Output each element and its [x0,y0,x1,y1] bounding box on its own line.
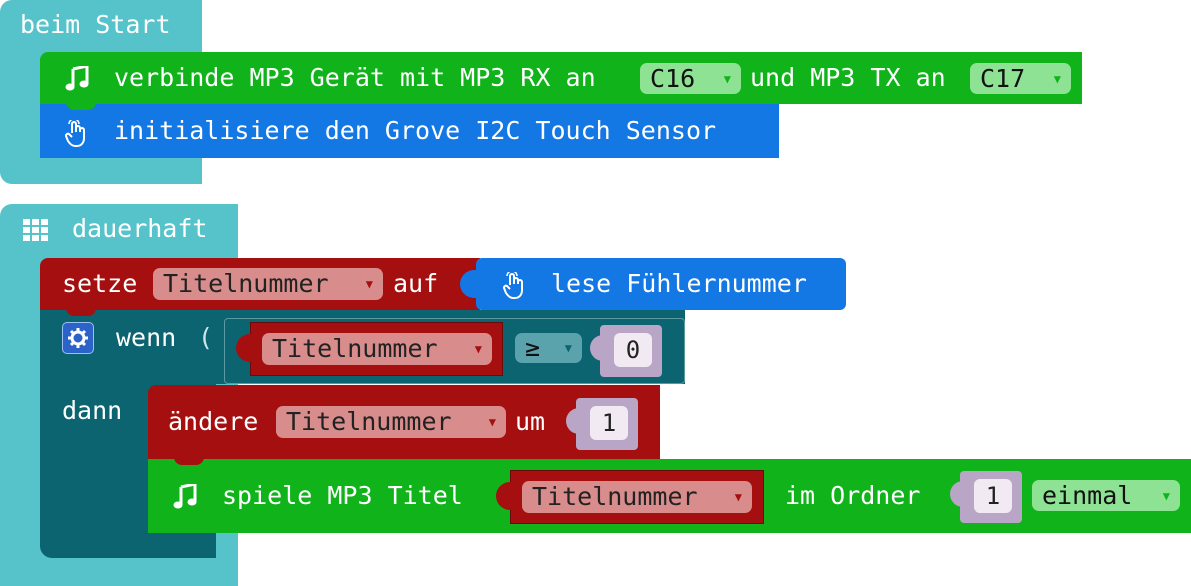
play-mp3-text: spiele MP3 Titel [222,481,463,510]
connect-mp3-text-2: und MP3 TX an [750,63,946,92]
touch-hand-icon [498,270,530,302]
set-variable-name: Titelnummer [163,269,329,298]
chevron-down-icon: ▼ [1162,488,1170,503]
change-text: ändere [168,407,259,436]
rx-pin-value: C16 [650,63,696,93]
on-start-label: beim Start [20,10,171,39]
chevron-down-icon: ▼ [564,341,572,355]
grid-icon [22,218,50,242]
play-variable-plug [496,482,512,510]
chevron-down-icon: ▼ [723,71,731,86]
reporter-socket [460,270,478,298]
if-socket-bracket: ( [198,323,214,352]
play-mode-dropdown[interactable]: einmal ▼ [1032,480,1180,511]
chevron-down-icon: ▼ [365,277,373,291]
condition-variable-name: Titelnummer [272,334,438,363]
change-um-text: um [515,407,546,436]
condition-variable-dropdown[interactable]: Titelnummer ▼ [262,333,492,365]
connect-mp3-text: verbinde MP3 Gerät mit MP3 RX an [114,63,596,92]
if-label: wenn [116,323,177,352]
change-variable-dropdown[interactable]: Titelnummer ▼ [276,406,506,438]
change-value-plug [566,408,580,434]
music-note-icon [62,64,92,94]
set-auf-text: auf [393,269,439,298]
operator-value: ≥ [525,333,541,362]
folder-value-input[interactable]: 1 [974,479,1012,513]
connect-mp3-block[interactable] [40,52,1082,104]
play-variable-dropdown[interactable]: Titelnummer ▼ [522,481,752,513]
chevron-down-icon: ▼ [488,415,496,429]
tx-pin-dropdown[interactable]: C17 ▼ [970,63,1071,94]
play-folder-text: im Ordner [785,481,921,510]
touch-hand-icon [60,118,92,150]
if-bottom-arm [148,533,216,558]
if-notch [66,306,96,316]
gear-icon[interactable] [62,322,94,354]
compare-value-plug [590,335,604,361]
play-variable-name: Titelnummer [532,482,698,511]
folder-value-plug [950,481,964,507]
init-touch-notch [66,100,96,110]
init-touch-text: initialisiere den Grove I2C Touch Sensor [114,116,717,145]
play-mode-value: einmal [1042,480,1133,510]
set-variable-dropdown[interactable]: Titelnummer ▼ [153,268,383,300]
chevron-down-icon: ▼ [474,342,482,356]
read-touch-text: lese Fühlernummer [551,269,807,298]
set-text: setze [62,269,138,298]
change-value-input[interactable]: 1 [590,406,628,440]
init-touch-block[interactable] [40,104,779,158]
operator-dropdown[interactable]: ≥ ▼ [515,333,582,363]
condition-plug [236,334,252,362]
compare-value-input[interactable]: 0 [614,333,652,367]
chevron-down-icon: ▼ [734,490,742,504]
then-label: dann [62,396,123,425]
forever-label: dauerhaft [72,214,208,243]
change-variable-name: Titelnummer [286,407,452,436]
read-touch-reporter[interactable] [476,258,846,310]
play-mp3-notch [174,455,204,465]
music-note-icon [170,482,200,512]
tx-pin-value: C17 [980,63,1026,93]
chevron-down-icon: ▼ [1053,71,1061,86]
rx-pin-dropdown[interactable]: C16 ▼ [640,63,741,94]
